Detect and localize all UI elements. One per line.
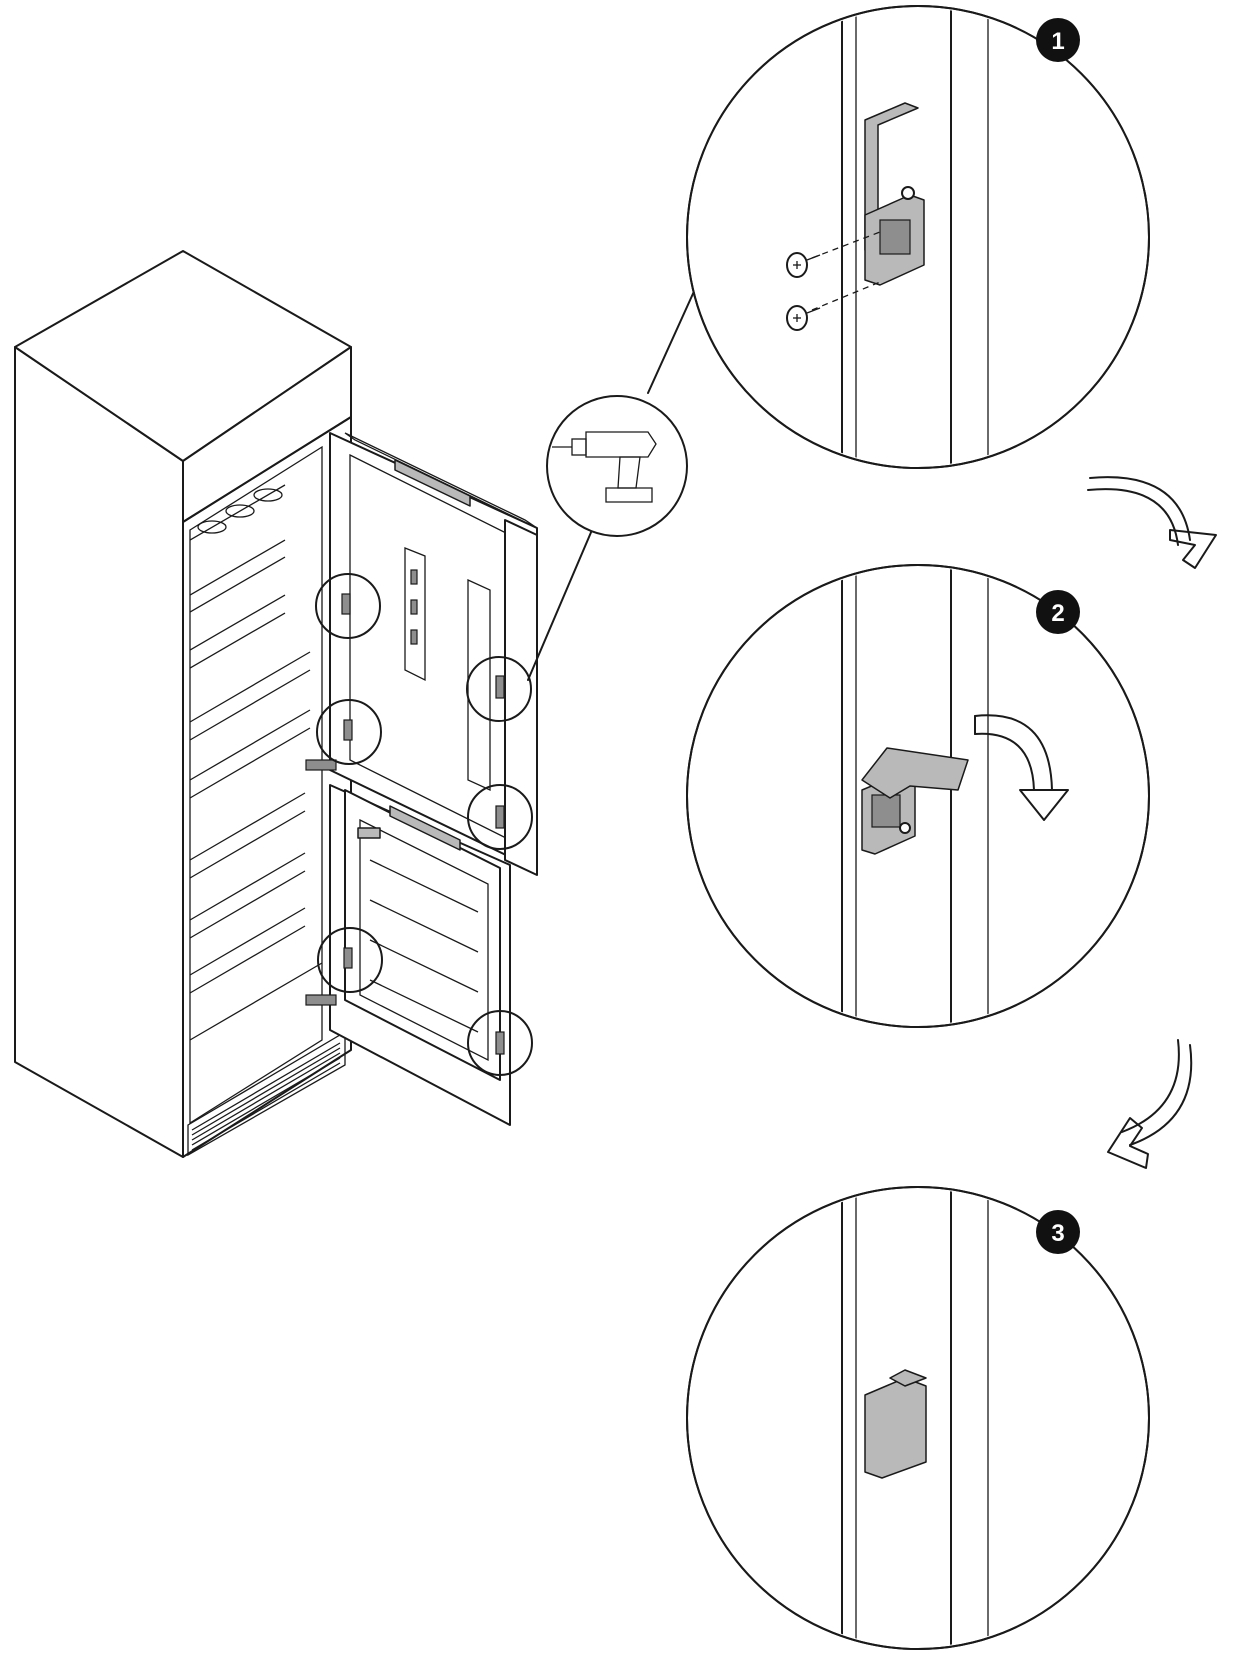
highlight-circle-lower-left: [317, 927, 383, 993]
step-1-detail: 1: [686, 5, 1150, 469]
upper-door: [329, 432, 538, 876]
bracket-marker: [495, 675, 505, 699]
door-rail-right: [467, 578, 491, 792]
lower-door-bins: [369, 859, 479, 1033]
leader-lines: [527, 286, 697, 681]
upper-door-top-edge: [344, 432, 538, 529]
bracket-marker: [495, 1031, 505, 1055]
upper-door-edge: [504, 519, 538, 876]
tool-callout: [546, 395, 688, 537]
step-3-detail: 3: [686, 1186, 1150, 1650]
rotate-arrow-icon: [974, 714, 1069, 821]
lower-door-liner: [359, 818, 489, 1062]
fridge-shelves: [189, 484, 323, 1041]
bottom-hinge: [305, 994, 337, 1006]
step-1-badge: 1: [1036, 18, 1080, 62]
rail-clip: [410, 629, 418, 645]
wine-rack: [197, 488, 283, 534]
highlight-circle-middle-left: [316, 699, 382, 765]
highlight-circle-upper-left: [315, 573, 381, 639]
middle-hinge: [305, 759, 337, 771]
lower-door-hinge-strip: [389, 805, 461, 851]
hinge-cover-closed: [864, 1377, 927, 1479]
hinge-mechanism: [871, 794, 901, 828]
cabinet-side-panel: [14, 346, 184, 1158]
step-1-number: 1: [1051, 28, 1064, 55]
upper-door-hinge-strip: [394, 459, 471, 507]
cordless-screwdriver-icon: [552, 431, 657, 503]
screw-icon: [786, 305, 821, 331]
curved-arrow-icon: [1107, 1039, 1193, 1169]
highlight-circle-middle-right: [467, 784, 533, 850]
curved-arrow-icon: [1087, 476, 1217, 569]
step-3-badge: 3: [1036, 1210, 1080, 1254]
hinge-cover-top: [889, 1369, 927, 1387]
bracket-marker: [341, 593, 351, 615]
screw-icon: [786, 252, 821, 278]
hinge-mechanism: [879, 219, 911, 255]
cabinet-front-frame: [182, 416, 352, 1158]
highlight-circles: [315, 573, 533, 1076]
door-rail-left: [404, 547, 426, 682]
bracket-marker: [343, 719, 353, 741]
highlight-circle-upper-right: [466, 656, 532, 722]
fridge-cabinet: [14, 250, 352, 1158]
step-2-circle: [686, 564, 1150, 1028]
tool-circle: [546, 395, 688, 537]
ventilation-grille: [187, 1030, 346, 1157]
fridge-interior: [189, 445, 323, 1125]
bracket-marker: [495, 805, 505, 829]
lower-door: [305, 759, 511, 1126]
lower-door-label: [357, 827, 381, 839]
rail-clip: [410, 599, 418, 615]
rail-clip: [410, 569, 418, 585]
hinge-cover: [861, 747, 969, 799]
bracket-marker: [343, 947, 353, 969]
step-2-detail: 2: [686, 564, 1150, 1028]
step-2-number: 2: [1051, 600, 1064, 627]
step-3-number: 3: [1051, 1220, 1064, 1247]
highlight-circle-lower-right: [467, 1010, 533, 1076]
step-2-badge: 2: [1036, 590, 1080, 634]
